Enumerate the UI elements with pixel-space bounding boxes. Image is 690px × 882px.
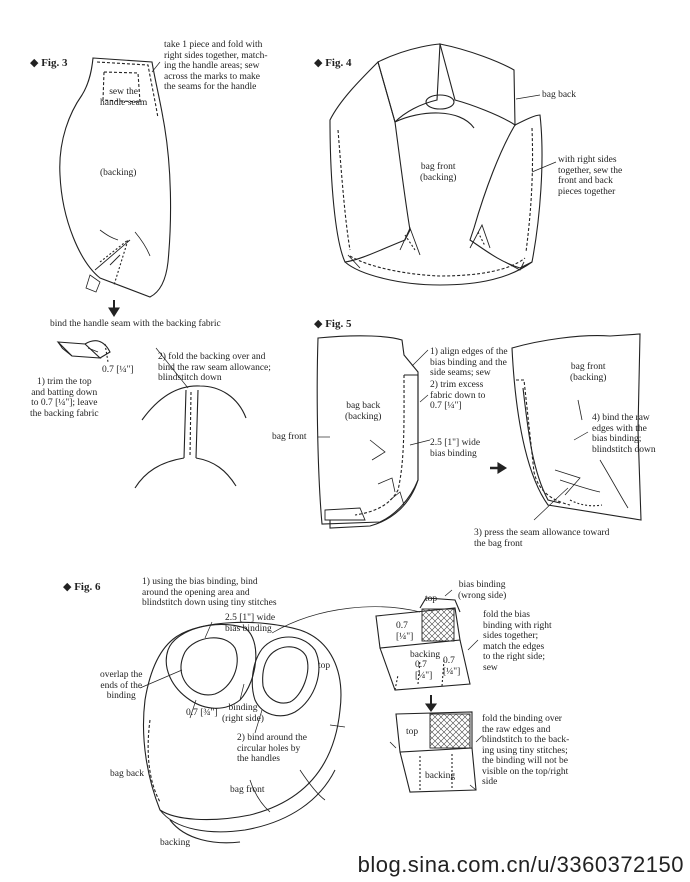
fig3-backing: (backing) bbox=[100, 168, 137, 178]
fig6-fold-note: fold the bias binding with right sides t… bbox=[483, 610, 552, 673]
fig6-inset-finished-binding bbox=[390, 712, 482, 792]
fig3-sew-handle: sew the handle seam bbox=[100, 87, 148, 108]
fig3-title: ◆ Fig. 3 bbox=[30, 57, 68, 69]
fig3-trim-note: 1) trim the top and batting down to 0.7 … bbox=[30, 377, 99, 419]
fig6-inset2-backing: backing bbox=[425, 771, 456, 781]
fig5-press-note: 3) press the seam allowance toward the b… bbox=[474, 528, 610, 549]
fig3-bind-handle: bind the handle seam with the backing fa… bbox=[50, 319, 221, 329]
fig6-bag bbox=[140, 607, 420, 843]
fig6-backing: backing bbox=[160, 838, 191, 848]
fig6-bag-back: bag back bbox=[110, 769, 145, 779]
fig4-bag-back: bag back bbox=[542, 90, 577, 100]
fig4-title: ◆ Fig. 4 bbox=[314, 57, 352, 69]
watermark: blog.sina.com.cn/u/3360372150 bbox=[357, 852, 684, 877]
fig6-bind-holes: 2) bind around the circular holes by the… bbox=[237, 733, 307, 764]
fig4-sew-note: with right sides together, sew the front… bbox=[558, 155, 623, 197]
fig6-inset-measure-b: 0.7 [¼"] bbox=[443, 656, 461, 677]
fig5-bag-back: bag back (backing) bbox=[345, 401, 382, 422]
fig3-handle-piece bbox=[60, 58, 171, 297]
fig4-bag-front: bag front (backing) bbox=[420, 162, 457, 183]
fig6-overlap-note: overlap the ends of the binding bbox=[100, 670, 143, 701]
fig5-left-bag bbox=[317, 336, 430, 528]
fig6-inset-folded-binding bbox=[376, 590, 478, 690]
fig6-top: top bbox=[318, 661, 331, 671]
fig6-bias-bind-note: 1) using the bias binding, bind around t… bbox=[142, 577, 277, 608]
fig6-inset-measure-left: 0.7 [¼"] bbox=[396, 621, 414, 642]
fig4-bag bbox=[330, 44, 556, 285]
fig6-binding-right: binding (right side) bbox=[222, 703, 264, 724]
fig5-align-note: 1) align edges of the bias binding and t… bbox=[430, 347, 508, 378]
fig5-bias-note: 2.5 [1"] wide bias binding bbox=[430, 438, 481, 459]
fig6-inset-bias: bias binding (wrong side) bbox=[458, 580, 507, 601]
fig3-measure: 0.7 [¼"] bbox=[102, 365, 134, 375]
fig6-inset-backing: backing bbox=[410, 650, 441, 660]
fig5-bind-note: 4) bind the raw edges with the bias bind… bbox=[592, 413, 656, 455]
fig5-title: ◆ Fig. 5 bbox=[314, 318, 352, 330]
fig3-fold-backing: 2) fold the backing over and bind the ra… bbox=[158, 352, 271, 383]
fig5-bag-front-right: bag front (backing) bbox=[570, 362, 607, 383]
fig5-bag-front-left: bag front bbox=[272, 432, 307, 442]
fig3-fold-note: take 1 piece and fold with right sides t… bbox=[164, 40, 268, 92]
fig6-inset2-top: top bbox=[406, 727, 419, 737]
fig6-wide-bias: 2.5 [1"] wide bias binding bbox=[225, 613, 276, 634]
fig3-handle-detail bbox=[58, 341, 246, 488]
fig6-bag-front: bag front bbox=[230, 785, 265, 795]
fig5-right-bag bbox=[512, 334, 641, 520]
fig6-inset-top: top bbox=[425, 594, 438, 604]
fig6-title: ◆ Fig. 6 bbox=[63, 581, 101, 593]
fig5-trim-note: 2) trim excess fabric down to 0.7 [¼"] bbox=[430, 380, 486, 411]
fig6-measure: 0.7 [¾"] bbox=[186, 708, 218, 718]
fig6-fold-over-note: fold the binding over the raw edges and … bbox=[482, 714, 570, 787]
fig6-inset-measure-a: 0.7 [¼"] bbox=[415, 660, 433, 681]
